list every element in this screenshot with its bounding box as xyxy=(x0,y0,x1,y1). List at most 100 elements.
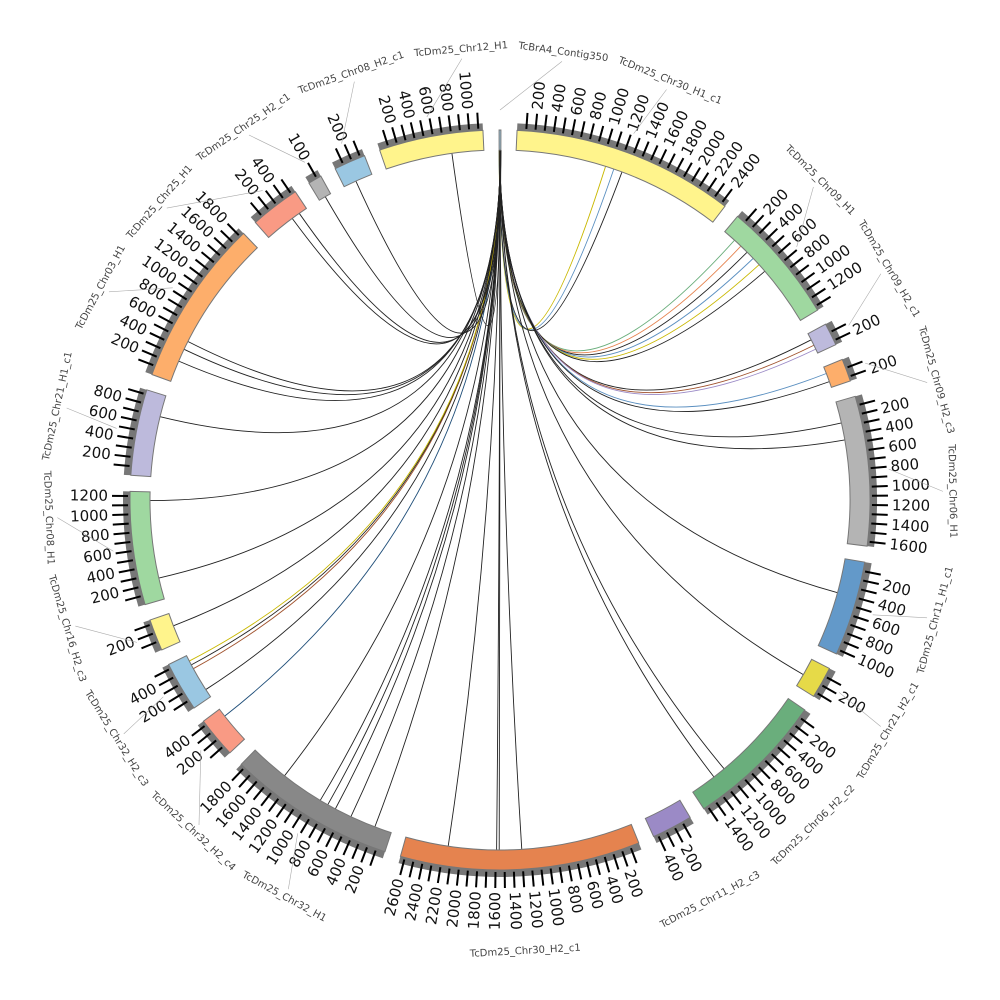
tick-mark xyxy=(162,306,178,317)
segment-tick-band xyxy=(143,620,162,653)
segment-tcdm25-chr09-h2-c1: 200 xyxy=(807,311,883,354)
segment-band xyxy=(254,191,308,239)
tick-mark xyxy=(868,446,885,451)
tick-mark xyxy=(264,190,277,205)
tick-mark xyxy=(114,453,131,458)
tick-mark xyxy=(863,418,880,424)
tick-mark xyxy=(351,843,360,860)
segment-tick-band xyxy=(332,149,365,169)
tick-mark xyxy=(122,586,139,593)
link-tcbra4-contig350-to-tcdm25-chr32-h1 xyxy=(284,149,501,777)
link-tcbra4-contig350-to-tcdm25-chr32-h2-c3 xyxy=(191,149,501,666)
tick-mark xyxy=(307,162,317,178)
tick-mark xyxy=(615,131,623,148)
segment-band xyxy=(167,654,212,709)
segment-tcbra4-contig350 xyxy=(498,129,502,151)
tick-label: 800 xyxy=(564,884,587,915)
segment-label-leader xyxy=(865,362,928,383)
tick-mark xyxy=(134,624,150,632)
tick-mark xyxy=(283,808,295,824)
tick-mark xyxy=(168,692,183,703)
tick-mark xyxy=(789,256,804,269)
tick-label: 1800 xyxy=(464,891,484,930)
tick-mark xyxy=(777,242,792,255)
link-tcbra4-contig350-to-tcdm25-chr30-h2-c1 xyxy=(499,149,523,850)
link-tcbra4-contig350-to-tcdm25-chr06-h2-c2 xyxy=(499,149,725,770)
tick-mark xyxy=(113,531,130,536)
tick-mark xyxy=(114,541,131,545)
segment-tick-band xyxy=(855,394,877,548)
tick-mark xyxy=(765,227,779,241)
tick-mark xyxy=(457,114,461,131)
link-tcbra4-contig350-to-tcdm25-chr06-h1 xyxy=(499,149,845,450)
tick-mark xyxy=(633,137,641,154)
tick-mark xyxy=(846,632,863,641)
segment-label-leader xyxy=(198,750,202,826)
tick-mark xyxy=(112,513,129,517)
tick-mark xyxy=(843,641,859,650)
tick-mark xyxy=(438,116,443,133)
segment-label: TcDm25_Chr06_H1 xyxy=(945,443,958,538)
tick-label: 800 xyxy=(890,455,920,475)
tick-mark xyxy=(154,668,170,678)
tick-mark xyxy=(816,295,832,307)
tick-mark xyxy=(316,827,326,843)
tick-mark xyxy=(117,434,134,440)
tick-mark xyxy=(220,229,233,243)
tick-mark xyxy=(334,148,344,164)
segment-tick-band xyxy=(236,764,385,859)
tick-mark xyxy=(484,871,488,888)
tick-mark xyxy=(549,868,554,885)
segment-tick-band xyxy=(250,185,296,223)
tick-mark xyxy=(145,340,161,350)
tick-mark xyxy=(871,485,888,488)
tick-mark xyxy=(381,129,389,146)
tick-mark xyxy=(789,732,803,744)
link-tcbra4-contig350-to-tcdm25-chr32-h1 xyxy=(374,149,501,828)
segment-tcdm25-chr09-h2-c3: 200 xyxy=(823,351,900,388)
tick-mark xyxy=(115,444,132,449)
tick-mark xyxy=(512,871,516,888)
tick-mark xyxy=(333,836,343,852)
segment-tcdm25-chr30-h2-c1: 2004006008001000120014001600180020002200… xyxy=(381,823,647,930)
segment-label-leader xyxy=(75,625,138,643)
tick-mark xyxy=(342,839,351,856)
tick-mark xyxy=(806,279,821,291)
tick-mark xyxy=(751,772,764,787)
tick-mark xyxy=(764,760,778,773)
tick-label: 1600 xyxy=(889,535,929,557)
tick-mark xyxy=(534,113,539,130)
tick-mark xyxy=(758,766,771,780)
link-tcbra4-contig350-to-tcdm25-chr32-h1 xyxy=(327,149,501,805)
segment-tick-band xyxy=(813,668,836,701)
tick-mark xyxy=(871,513,888,516)
tick-mark xyxy=(585,861,592,878)
tick-label: 200 xyxy=(528,80,549,110)
segment-band xyxy=(379,129,485,170)
link-tcbra4-contig350-to-tcdm25-chr30-h1-c1 xyxy=(498,149,623,332)
tick-mark xyxy=(847,360,863,369)
tick-mark xyxy=(745,208,758,222)
tick-label: 1400 xyxy=(506,891,525,930)
tick-mark xyxy=(245,780,258,795)
tick-mark xyxy=(777,746,791,759)
tick-mark xyxy=(163,684,179,695)
tick-mark xyxy=(120,577,137,583)
segment-tick-band xyxy=(517,123,730,207)
tick-mark xyxy=(167,298,183,309)
tick-mark xyxy=(172,290,188,301)
tick-label: 400 xyxy=(84,422,115,444)
tick-mark xyxy=(800,271,816,283)
link-tcbra4-contig350-to-tcdm25-chr32-h1 xyxy=(334,149,501,810)
tick-mark xyxy=(116,559,134,564)
segment-label: TcDm25_Chr11_H1_c1 xyxy=(915,565,955,676)
tick-mark xyxy=(189,266,204,278)
tick-mark xyxy=(869,540,886,545)
tick-mark xyxy=(567,865,573,882)
